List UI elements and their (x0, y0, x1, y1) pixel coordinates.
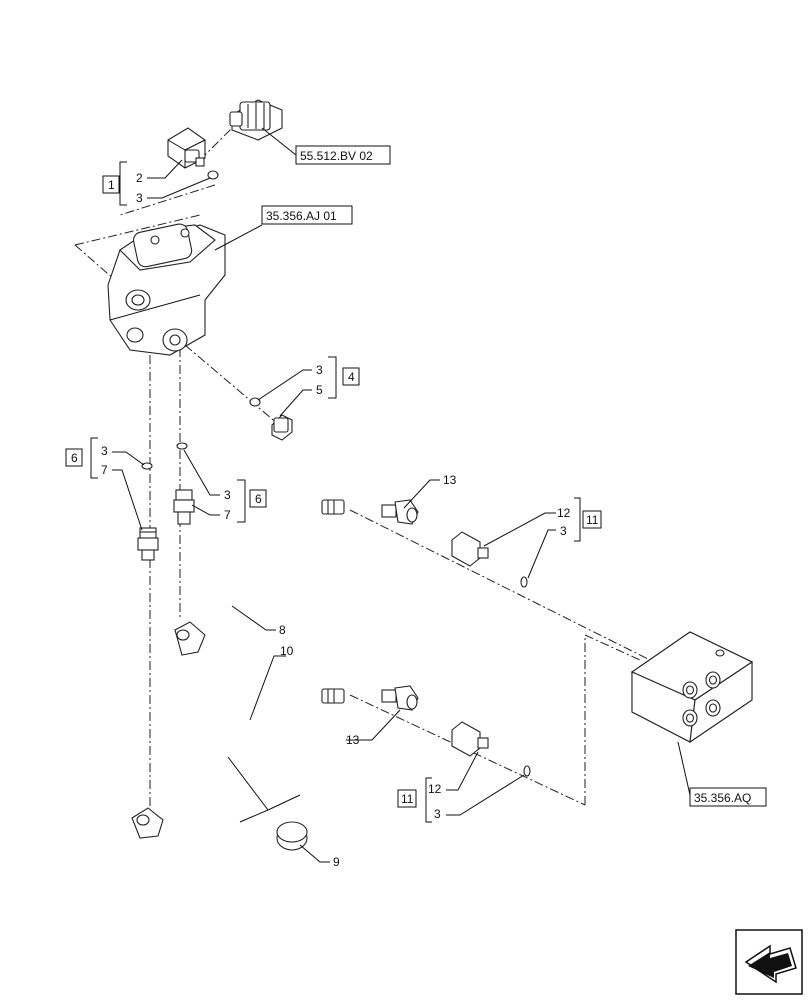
kit-box-1: 1 (102, 175, 120, 194)
adapter-part-7 (173, 489, 195, 525)
item-number-3: 3 (101, 444, 108, 458)
item-number-10: 10 (280, 644, 294, 658)
kit-box-4: 4 (342, 367, 360, 386)
item-number-12: 12 (557, 506, 571, 520)
item-number-3: 3 (434, 807, 441, 821)
callout-text: 55.512.BV 02 (300, 149, 373, 163)
elbow-part-13 (381, 499, 419, 525)
valve-body (107, 223, 226, 356)
kit-number: 11 (586, 513, 599, 527)
check-valve-part-12 (451, 721, 489, 757)
item-number-13: 13 (443, 473, 457, 487)
o-ring-part-3 (207, 170, 219, 180)
o-ring-part-3 (520, 576, 528, 588)
check-valve-part-12 (451, 531, 489, 567)
kit-box-11-bottom: 11 (397, 789, 417, 808)
kit-box-11-top: 11 (582, 510, 602, 529)
callout-text: 35.356.AJ 01 (266, 209, 337, 223)
callout-text: 35.356.AQ (694, 791, 751, 805)
o-ring-part-3 (176, 442, 188, 450)
item-number-3: 3 (560, 524, 567, 538)
item-number-7: 7 (101, 463, 108, 477)
leader-lines (90, 127, 691, 863)
hose-part-10 (131, 688, 345, 839)
kit-number: 1 (108, 178, 115, 192)
o-ring-part-3 (523, 765, 531, 777)
sleeve-indicator (227, 756, 301, 823)
item-number-8: 8 (279, 623, 286, 637)
item-number-7: 7 (224, 508, 231, 522)
kit-number: 11 (401, 792, 414, 806)
clamp-ring-part-9 (276, 821, 308, 851)
item-number-5: 5 (316, 383, 323, 397)
item-number-3: 3 (136, 191, 143, 205)
kit-number: 4 (348, 370, 355, 384)
item-number-3: 3 (224, 488, 231, 502)
item-number-2: 2 (136, 171, 143, 185)
item-number-9: 9 (333, 855, 340, 869)
o-ring-part-3 (249, 397, 261, 407)
callout-55-512-bv-02: 55.512.BV 02 (295, 145, 391, 165)
item-number-13: 13 (346, 733, 360, 747)
center-lines (74, 119, 651, 830)
pressure-sensor (229, 99, 283, 141)
kit-box-6-right: 6 (249, 489, 267, 508)
callout-35-356-aj-01: 35.356.AJ 01 (261, 205, 353, 225)
elbow-part-13 (381, 685, 419, 711)
item-number-12: 12 (428, 782, 442, 796)
plug-part-5 (271, 414, 293, 441)
item-number-3: 3 (316, 363, 323, 377)
kit-number: 6 (255, 492, 262, 506)
kit-box-6-left: 6 (65, 448, 83, 467)
callout-35-356-aq: 35.356.AQ (689, 787, 767, 807)
kit-number: 6 (71, 451, 78, 465)
manifold-block (630, 631, 754, 744)
o-ring-part-3 (141, 462, 153, 470)
adapter-part-7 (137, 527, 159, 561)
hose-part-8 (174, 499, 345, 656)
next-page-arrow-icon[interactable] (735, 929, 803, 995)
connector-part-2 (167, 127, 206, 169)
